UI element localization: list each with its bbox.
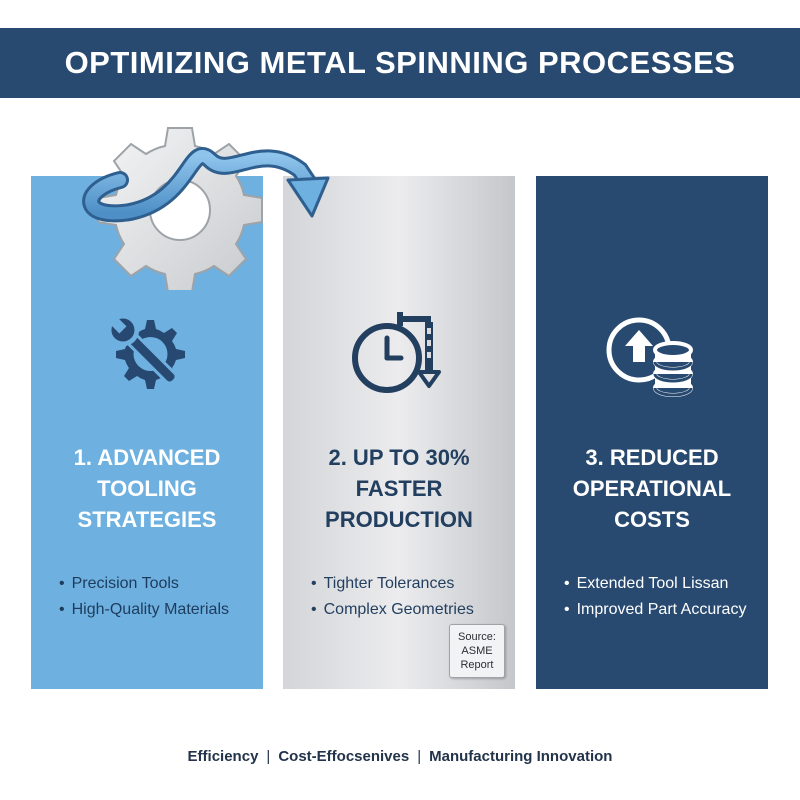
- wrench-gear-icon: [31, 304, 263, 404]
- title-banner: OPTIMIZING METAL SPINNING PROCESSES: [0, 28, 800, 98]
- clock-arrow-icon: [283, 304, 515, 404]
- panel-heading: 3. REDUCED OPERATIONAL COSTS: [572, 445, 732, 532]
- footer-tagline: Efficiency | Cost-Effocsenives | Manufacturi…: [0, 748, 800, 765]
- coins-up-arrow-icon: [536, 304, 768, 404]
- panel-reduced-costs: 3. REDUCED OPERATIONAL COSTS Extended To…: [536, 176, 768, 689]
- source-badge: Source: ASME Report: [449, 624, 505, 678]
- list-item: Tighter Tolerances: [311, 571, 474, 597]
- gear-with-flow-arrow-icon: [82, 127, 330, 290]
- page-title: OPTIMIZING METAL SPINNING PROCESSES: [64, 45, 736, 80]
- panel-faster-production: 2. UP TO 30% FASTER PRODUCTION Tighter T…: [283, 176, 515, 689]
- footer-item: Efficiency: [187, 748, 259, 765]
- list-item: Extended Tool Lissan: [564, 571, 746, 597]
- footer-separator: |: [266, 748, 271, 765]
- panel-heading: 2. UP TO 30% FASTER PRODUCTION: [325, 445, 473, 532]
- panel-heading: 1. ADVANCED TOOLING STRATEGIES: [73, 445, 221, 532]
- bullet-list: Extended Tool Lissan Improved Part Accur…: [564, 571, 747, 623]
- bullet-list: Tighter Tolerances Complex Geometries: [311, 571, 474, 623]
- list-item: Improved Part Accuracy: [564, 597, 747, 623]
- footer-separator: |: [417, 748, 422, 765]
- footer-item: Manufacturing Innovation: [429, 748, 613, 765]
- list-item: Precision Tools: [59, 571, 229, 597]
- list-item: Complex Geometries: [311, 597, 474, 623]
- bullet-list: Precision Tools High-Quality Materials: [59, 571, 229, 623]
- footer-item: Cost-Effocsenives: [278, 748, 410, 765]
- list-item: High-Quality Materials: [59, 597, 229, 623]
